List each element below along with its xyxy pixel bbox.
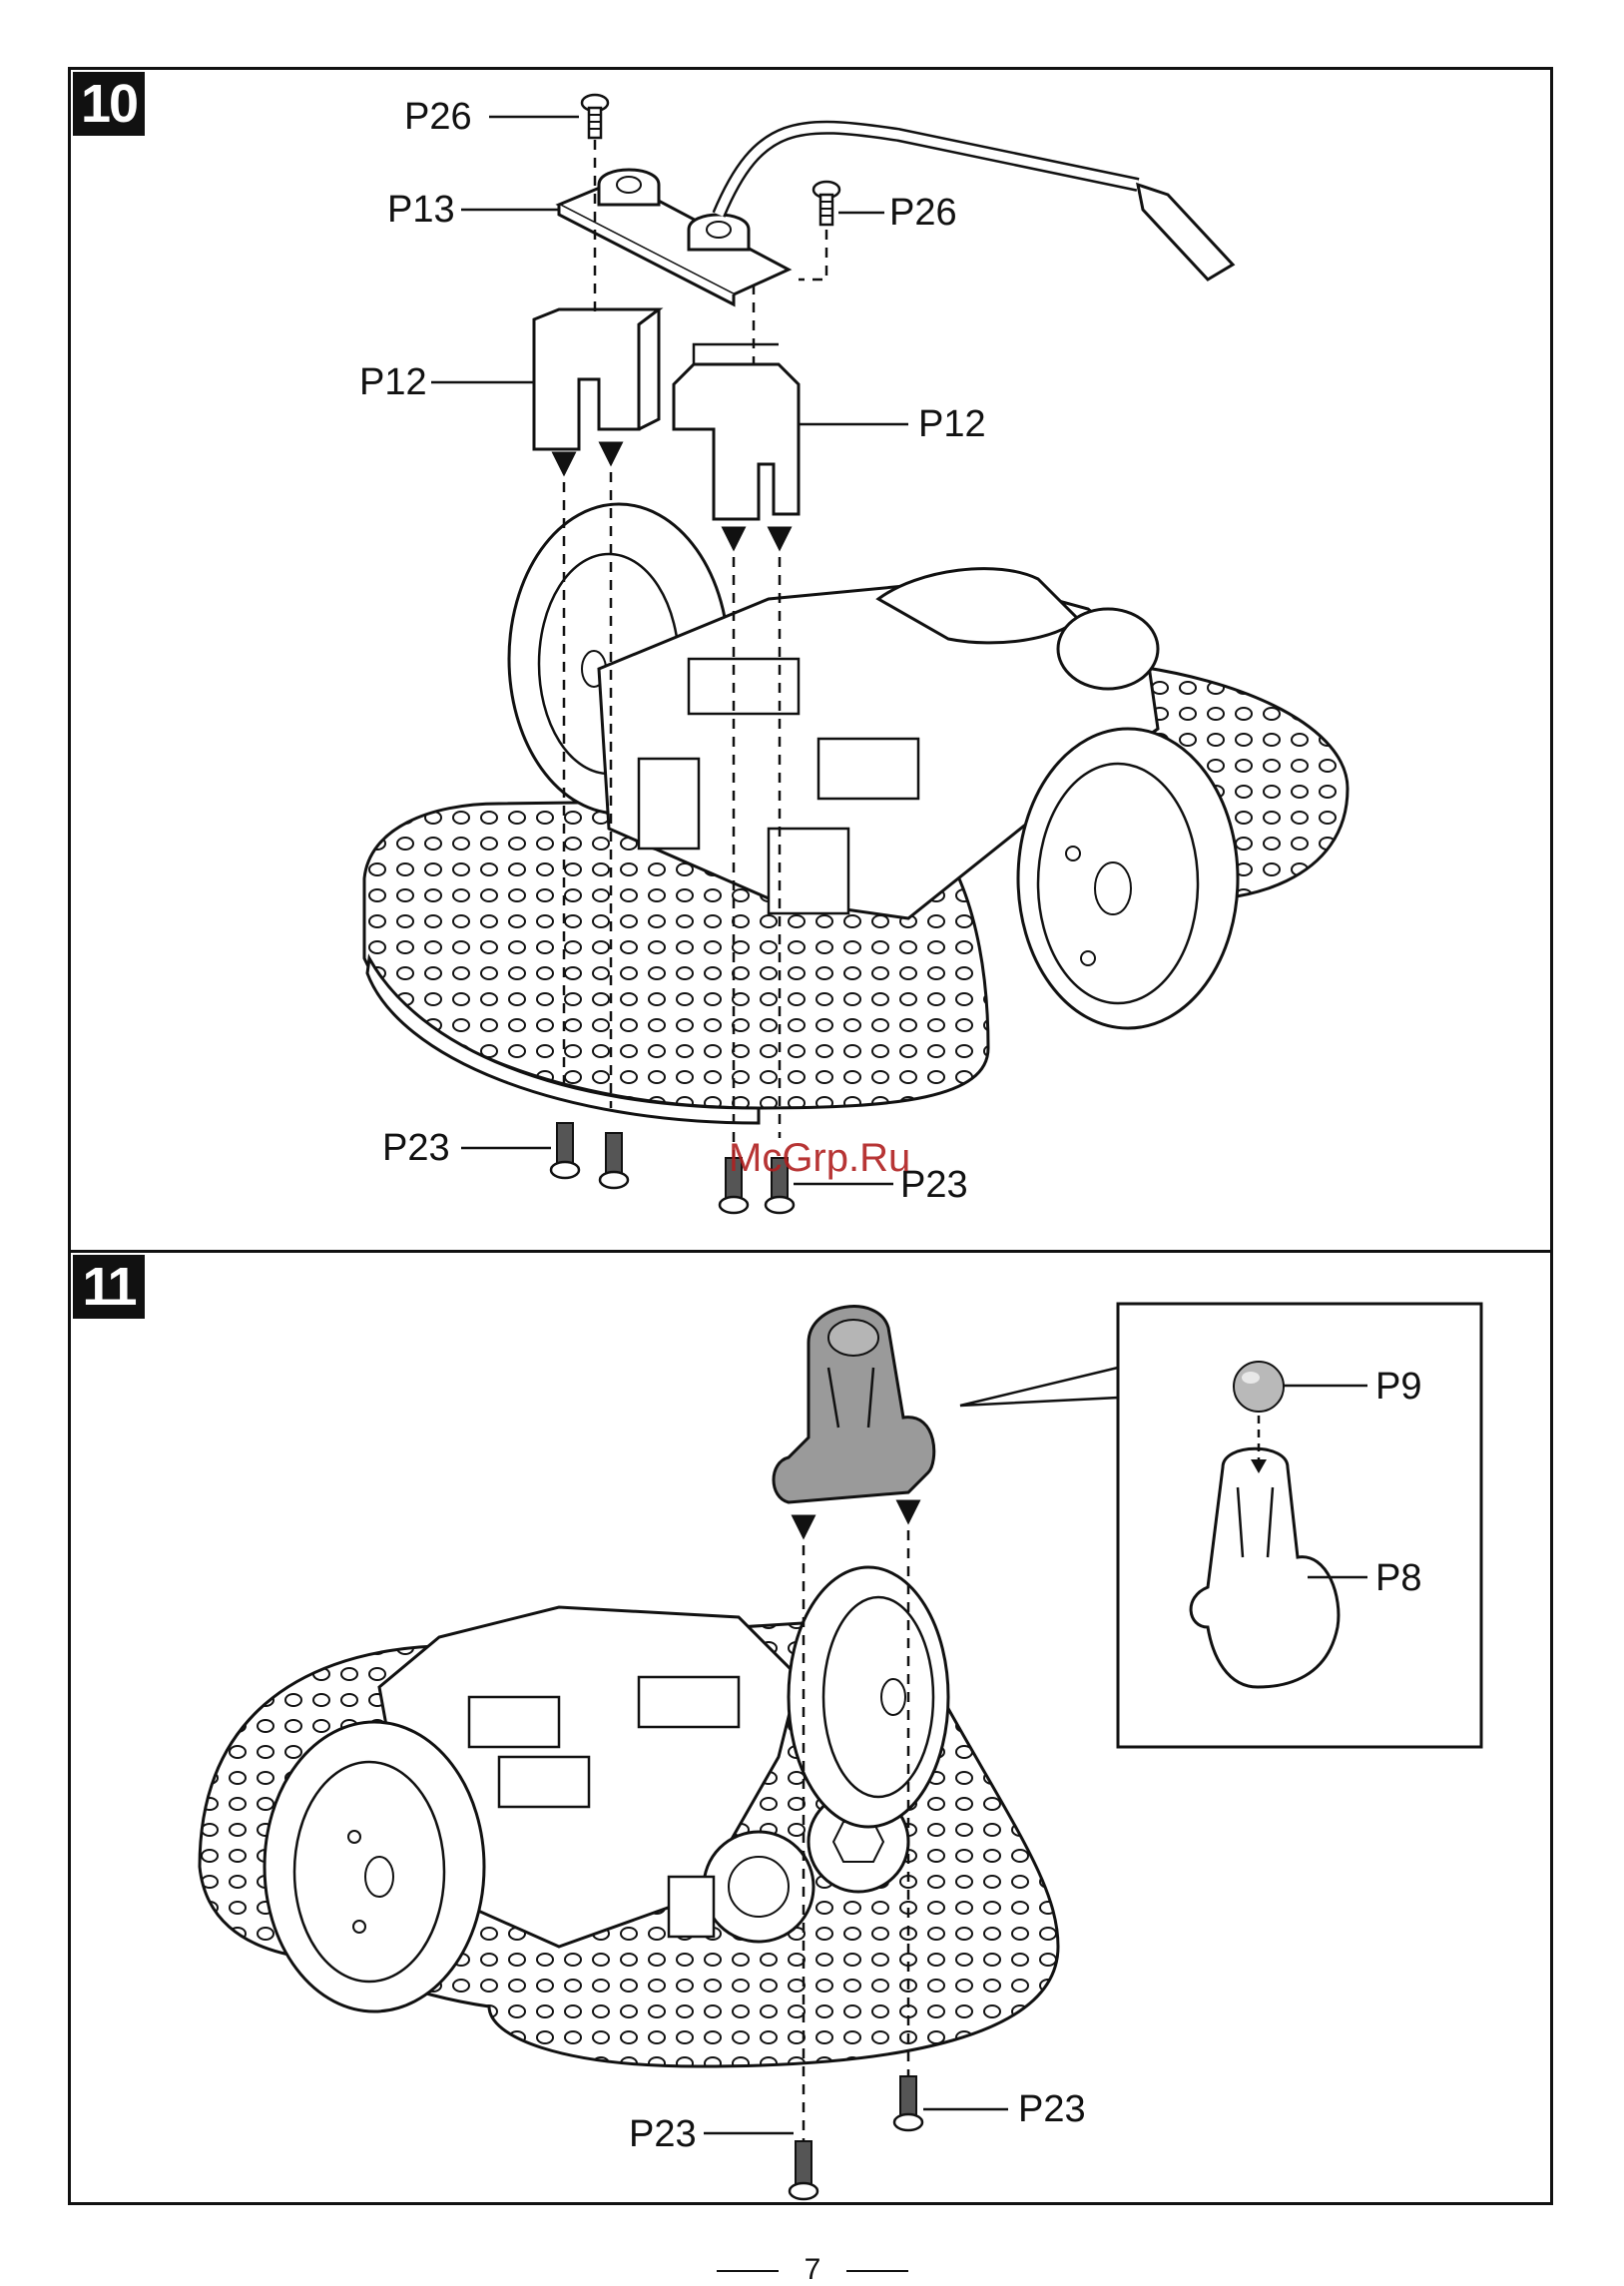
step-number-badge: 11 [73, 1255, 145, 1319]
page-number-rule-right [846, 2270, 908, 2272]
label-p23-left: P23 [382, 1129, 450, 1167]
label-p8: P8 [1375, 1559, 1421, 1597]
page-number-rule-left [717, 2270, 779, 2272]
step-number-badge: 10 [73, 72, 145, 136]
label-p26-top: P26 [404, 98, 472, 136]
label-p26-right: P26 [889, 194, 957, 232]
label-p13: P13 [387, 191, 455, 229]
label-p23-left-11: P23 [629, 2115, 697, 2153]
watermark: McGrp.Ru [729, 1136, 910, 1181]
page-number: 7 [789, 2255, 836, 2285]
label-p9: P9 [1375, 1368, 1421, 1406]
step-10-panel: 10 [68, 67, 1553, 1253]
step-11-panel: 11 [68, 1250, 1553, 2205]
label-p12-right: P12 [918, 405, 986, 443]
label-p12-left: P12 [359, 363, 427, 401]
label-p23-right-11: P23 [1018, 2090, 1086, 2128]
